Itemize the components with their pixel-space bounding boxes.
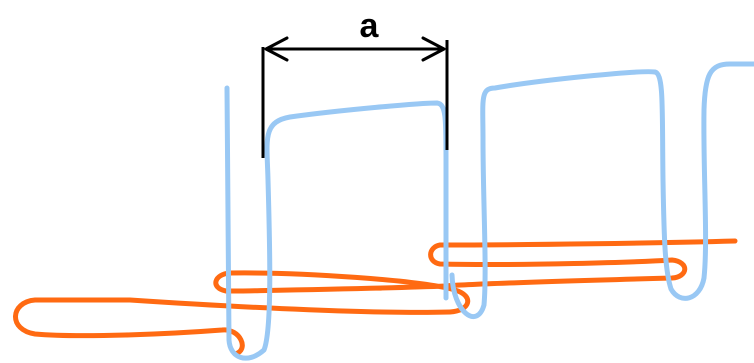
dimension-right-arrowhead [421,36,446,62]
loop-stitch [224,61,754,361]
bobbin-thread [13,238,738,357]
dimension-left-arrowhead [264,36,289,62]
dimension-label: a [360,7,380,45]
